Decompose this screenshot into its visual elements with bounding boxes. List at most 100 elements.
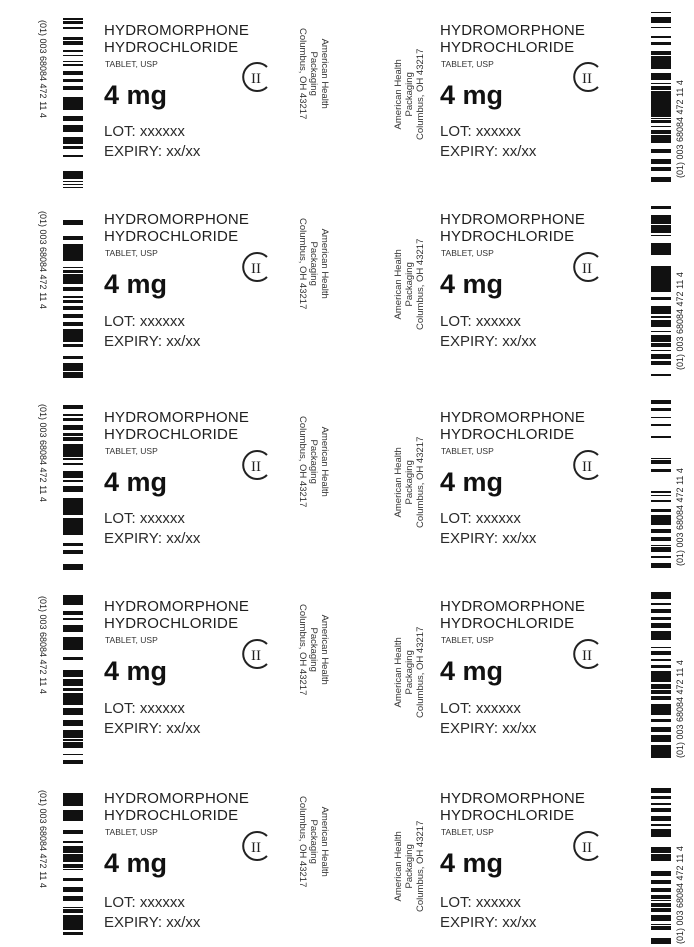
schedule-ii-icon: II: [242, 639, 268, 669]
blister-label: American Health Packaging Columbus, OH 4…: [347, 776, 694, 947]
expiry-date: EXPIRY: xx/xx: [440, 333, 537, 350]
blister-label: (01) 003 68084 472 11 4 HYDROMORPHONE HY…: [0, 582, 347, 776]
manufacturer: American Health Packaging Columbus, OH 4…: [297, 604, 330, 695]
manufacturer-division: Packaging: [308, 51, 319, 96]
lot-number: LOT: xxxxxx: [104, 700, 185, 717]
barcode: [651, 788, 671, 944]
drug-name-line2: HYDROCHLORIDE: [440, 807, 575, 824]
strength: 4 mg: [440, 269, 504, 299]
lot-number: LOT: xxxxxx: [440, 313, 521, 330]
manufacturer-address: Columbus, OH 43217: [297, 416, 308, 508]
schedule-text: II: [582, 459, 592, 475]
manufacturer-address: Columbus, OH 43217: [415, 436, 426, 528]
barcode: [651, 592, 671, 758]
manufacturer-address: Columbus, OH 43217: [415, 48, 426, 140]
strength: 4 mg: [440, 80, 504, 110]
dosage-form: TABLET, USP: [441, 446, 494, 456]
manufacturer-address: Columbus, OH 43217: [297, 218, 308, 310]
lot-number: LOT: xxxxxx: [104, 313, 185, 330]
expiry-date: EXPIRY: xx/xx: [440, 143, 537, 160]
dosage-form: TABLET, USP: [105, 446, 158, 456]
drug-name-line2: HYDROCHLORIDE: [440, 426, 575, 443]
manufacturer-division: Packaging: [308, 241, 319, 286]
barcode-number: (01) 003 68084 472 11 4: [675, 468, 685, 566]
dosage-form: TABLET, USP: [441, 59, 494, 69]
dosage-form: TABLET, USP: [105, 827, 158, 837]
expiry-date: EXPIRY: xx/xx: [440, 530, 537, 547]
drug-name-line1: HYDROMORPHONE: [104, 211, 250, 228]
schedule-text: II: [582, 71, 592, 87]
blister-label: American Health Packaging Columbus, OH 4…: [347, 388, 694, 582]
manufacturer: American Health Packaging Columbus, OH 4…: [393, 821, 426, 912]
schedule-ii-icon: II: [573, 252, 599, 282]
barcode-number: (01) 003 68084 472 11 4: [38, 790, 48, 888]
schedule-text: II: [251, 261, 261, 277]
manufacturer-name: American Health: [319, 228, 330, 299]
manufacturer: American Health Packaging Columbus, OH 4…: [393, 49, 426, 140]
manufacturer: American Health Packaging Columbus, OH 4…: [393, 627, 426, 718]
lot-number: LOT: xxxxxx: [440, 510, 521, 527]
dosage-form: TABLET, USP: [105, 59, 158, 69]
schedule-ii-icon: II: [573, 62, 599, 92]
blister-label: American Health Packaging Columbus, OH 4…: [347, 582, 694, 776]
barcode: [63, 220, 83, 378]
schedule-text: II: [251, 71, 261, 87]
lot-number: LOT: xxxxxx: [104, 510, 185, 527]
strength: 4 mg: [440, 848, 504, 878]
manufacturer-name: American Health: [393, 447, 404, 518]
lot-number: LOT: xxxxxx: [104, 894, 185, 911]
drug-name-line1: HYDROMORPHONE: [440, 211, 586, 228]
dosage-form: TABLET, USP: [441, 635, 494, 645]
barcode: [63, 793, 83, 935]
drug-name-line1: HYDROMORPHONE: [440, 409, 586, 426]
schedule-text: II: [582, 840, 592, 856]
manufacturer-name: American Health: [393, 249, 404, 320]
drug-name-line1: HYDROMORPHONE: [104, 22, 250, 39]
barcode: [63, 595, 83, 764]
dosage-form: TABLET, USP: [441, 827, 494, 837]
strength: 4 mg: [440, 467, 504, 497]
manufacturer-address: Columbus, OH 43217: [415, 626, 426, 718]
barcode-number: (01) 003 68084 472 11 4: [38, 596, 48, 694]
strength: 4 mg: [104, 80, 168, 110]
blister-label: (01) 003 68084 472 11 4 HYDROMORPHONE HY…: [0, 776, 347, 947]
strength: 4 mg: [104, 467, 168, 497]
schedule-text: II: [251, 840, 261, 856]
schedule-ii-icon: II: [573, 831, 599, 861]
manufacturer-name: American Health: [393, 637, 404, 708]
lot-number: LOT: xxxxxx: [440, 123, 521, 140]
blister-label: (01) 003 68084 472 11 4 HYDROMORPHONE HY…: [0, 0, 347, 194]
drug-name-line2: HYDROCHLORIDE: [440, 228, 575, 245]
drug-name-line1: HYDROMORPHONE: [440, 598, 586, 615]
manufacturer-division: Packaging: [308, 439, 319, 484]
drug-name-line1: HYDROMORPHONE: [440, 790, 586, 807]
blister-label: (01) 003 68084 472 11 4 HYDROMORPHONE HY…: [0, 194, 347, 388]
drug-name-line2: HYDROCHLORIDE: [104, 615, 239, 632]
barcode-number: (01) 003 68084 472 11 4: [675, 80, 685, 178]
manufacturer-address: Columbus, OH 43217: [415, 820, 426, 912]
expiry-date: EXPIRY: xx/xx: [440, 720, 537, 737]
drug-name-line2: HYDROCHLORIDE: [440, 39, 575, 56]
expiry-date: EXPIRY: xx/xx: [104, 720, 201, 737]
manufacturer-name: American Health: [319, 38, 330, 109]
blister-label: American Health Packaging Columbus, OH 4…: [347, 194, 694, 388]
strength: 4 mg: [104, 848, 168, 878]
manufacturer: American Health Packaging Columbus, OH 4…: [297, 416, 330, 507]
lot-number: LOT: xxxxxx: [440, 894, 521, 911]
manufacturer-address: Columbus, OH 43217: [297, 28, 308, 120]
manufacturer-name: American Health: [393, 831, 404, 902]
barcode: [63, 405, 83, 570]
drug-name-line2: HYDROCHLORIDE: [104, 426, 239, 443]
barcode-number: (01) 003 68084 472 11 4: [675, 272, 685, 370]
drug-name-line1: HYDROMORPHONE: [104, 409, 250, 426]
manufacturer-address: Columbus, OH 43217: [415, 238, 426, 330]
manufacturer: American Health Packaging Columbus, OH 4…: [297, 218, 330, 309]
manufacturer-name: American Health: [393, 59, 404, 130]
manufacturer-address: Columbus, OH 43217: [297, 796, 308, 888]
barcode: [63, 18, 83, 188]
manufacturer-division: Packaging: [404, 650, 415, 695]
schedule-text: II: [582, 261, 592, 277]
strength: 4 mg: [440, 656, 504, 686]
schedule-text: II: [251, 648, 261, 664]
schedule-ii-icon: II: [242, 252, 268, 282]
